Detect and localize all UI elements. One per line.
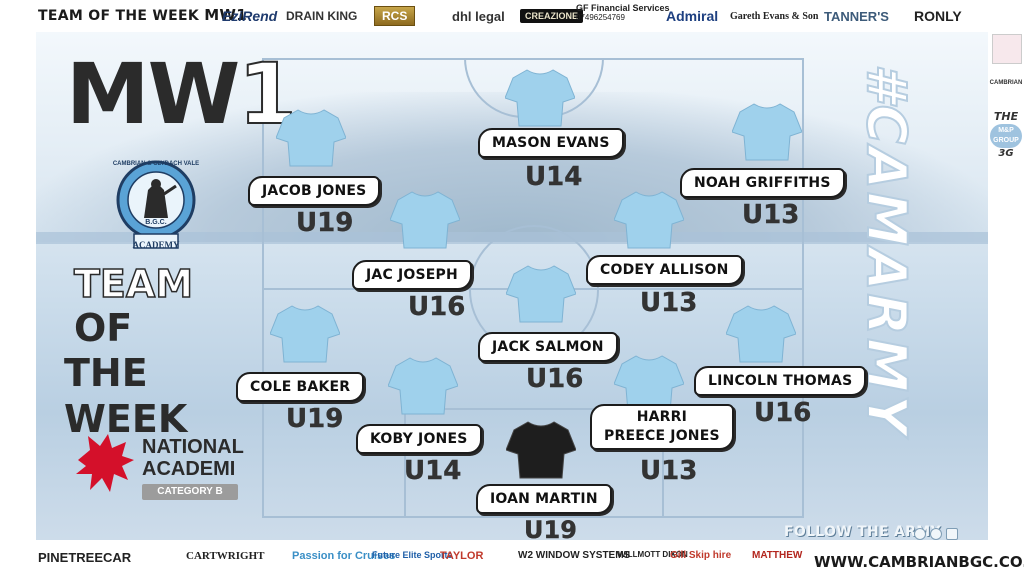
- player-age-group: U16: [408, 292, 466, 322]
- sponsor-gf-financial: GF Financial Services: [576, 3, 670, 13]
- shirt-icon: [388, 357, 458, 415]
- player-name: CODEY ALLISON: [586, 255, 743, 285]
- sponsor-taylor: TAYLOR: [440, 550, 484, 562]
- player-name: COLE BAKER: [236, 372, 365, 402]
- national-academi-badge: NATIONAL ACADEMI CATEGORY B: [72, 430, 244, 502]
- side-logo-3g: 3G: [998, 148, 1014, 159]
- sponsor-ezirend: EziRend: [222, 8, 278, 24]
- header-title-text: TEAM OF THE WEEK: [38, 8, 200, 24]
- sponsor-matthew: MATTHEW: [752, 550, 803, 561]
- follow-the-army-text: FOLLOW THE ARMY: [784, 524, 941, 540]
- sponsor-dhl-legal: dhl legal: [452, 8, 505, 24]
- title-of: OF: [74, 306, 133, 350]
- national-line: NATIONAL: [142, 436, 244, 458]
- player-name-line1: HARRI: [636, 409, 688, 425]
- sponsor-gareth-evans: Gareth Evans & Son: [730, 10, 819, 22]
- welsh-dragon-icon: [76, 434, 134, 492]
- player-age-group: U13: [640, 456, 698, 486]
- sponsor-willmott-dixon: WILLMOTT DIXON: [618, 550, 688, 559]
- player-name: MASON EVANS: [478, 128, 624, 158]
- top-sponsor-strip: TEAM OF THE WEEK MW1 EziRend DRAIN KING …: [0, 0, 1024, 32]
- pitch-penalty-box: [404, 408, 664, 518]
- player-name: IOAN MARTIN: [476, 484, 612, 514]
- shirt-icon: [726, 305, 796, 363]
- side-logo-the: THE: [993, 110, 1019, 123]
- team-of-the-week-title: TEAM OF THE WEEK: [64, 261, 254, 442]
- shirt-icon: [732, 103, 802, 161]
- player-name: NOAH GRIFFITHS: [680, 168, 845, 198]
- player-name: HARRI PREECE JONES: [590, 404, 734, 450]
- crest-top-text: CAMBRIAN & CLYDACH VALE: [112, 161, 200, 167]
- player-age-group: U19: [524, 516, 577, 544]
- header-title: TEAM OF THE WEEK MW1: [38, 6, 247, 24]
- category-badge: CATEGORY B: [142, 484, 238, 500]
- player-age-group: U14: [404, 456, 462, 486]
- academi-line: ACADEMI: [142, 458, 236, 480]
- player-name: LINCOLN THOMAS: [694, 366, 867, 396]
- player-name: JAC JOSEPH: [352, 260, 472, 290]
- player-age-group: U16: [754, 398, 812, 428]
- player-age-group: U19: [296, 208, 354, 238]
- sponsor-tanners: TANNER'S: [824, 8, 889, 24]
- hashtag-text: #CAMARMY: [854, 63, 919, 438]
- player-age-group: U13: [640, 288, 698, 318]
- matchweek-heading: MW1: [66, 51, 298, 137]
- sponsor-drain-king: DRAIN KING: [286, 9, 358, 23]
- sponsor-admiral: Admiral: [666, 8, 719, 24]
- header-matchweek: MW1: [204, 6, 248, 24]
- shirt-icon: [614, 191, 684, 249]
- sponsor-passion-for-cruises: Passion for Cruises: [292, 550, 396, 562]
- sponsor-creazione: CREAZIONE: [520, 9, 584, 23]
- title-team: TEAM: [73, 261, 194, 307]
- background-hills: [36, 92, 988, 242]
- crest-bottom-text: ACADEMY: [132, 240, 180, 250]
- player-name: JACK SALMON: [478, 332, 618, 362]
- side-logo-cambrian: CAMBRIAN: [989, 80, 1023, 86]
- side-sponsor-column: CAMBRIAN THE M&P GROUP 3G: [988, 32, 1024, 540]
- matchweek-letters: MW: [66, 45, 240, 143]
- player-age-group: U19: [286, 404, 344, 434]
- player-name: KOBY JONES: [356, 424, 482, 454]
- bottom-sponsor-strip: [0, 540, 1024, 576]
- side-square-logo-icon: [992, 34, 1022, 64]
- player-age-group: U14: [525, 162, 583, 192]
- club-crest-icon: [116, 160, 196, 249]
- shirt-icon: [270, 305, 340, 363]
- side-logo-mp-group: M&P GROUP: [990, 124, 1022, 148]
- instagram-icon[interactable]: [914, 528, 926, 540]
- player-name-line2: PREECE JONES: [604, 428, 720, 444]
- club-website-url[interactable]: WWW.CAMBRIANBGC.CO.UK: [814, 553, 1024, 571]
- hashtag-vertical: #CAMARMY: [854, 63, 919, 520]
- facebook-icon[interactable]: [930, 528, 942, 540]
- x-twitter-icon[interactable]: [946, 528, 958, 540]
- player-age-group: U16: [526, 364, 584, 394]
- shirt-icon: [614, 355, 684, 413]
- sponsor-ronly: RONLY: [914, 8, 962, 24]
- player-age-group: U13: [742, 200, 800, 230]
- sponsor-gill-skip-hire: Gill Skip hire: [670, 550, 732, 561]
- shirt-icon: [390, 191, 460, 249]
- sponsor-w2-window-systems: W2 WINDOW SYSTEMS: [518, 550, 631, 561]
- crest-mid-text: B.G.C.: [145, 219, 167, 226]
- shirt-icon: [506, 265, 576, 323]
- sponsor-gf-phone: 07496254769: [576, 13, 625, 22]
- goalkeeper-shirt-icon: [506, 421, 576, 479]
- national-academi-text: NATIONAL ACADEMI: [142, 436, 244, 480]
- player-name: JACOB JONES: [248, 176, 381, 206]
- title-the-week: THE WEEK: [64, 351, 188, 441]
- sponsor-future-elite: Future Elite Sports: [372, 550, 453, 560]
- sponsor-pinetreecar: PINETREECAR: [38, 550, 132, 565]
- sponsor-cartwright: CARTWRIGHT: [186, 550, 265, 562]
- shirt-icon: [505, 69, 575, 127]
- shirt-icon: [276, 109, 346, 167]
- sponsor-rcs: RCS: [374, 6, 416, 26]
